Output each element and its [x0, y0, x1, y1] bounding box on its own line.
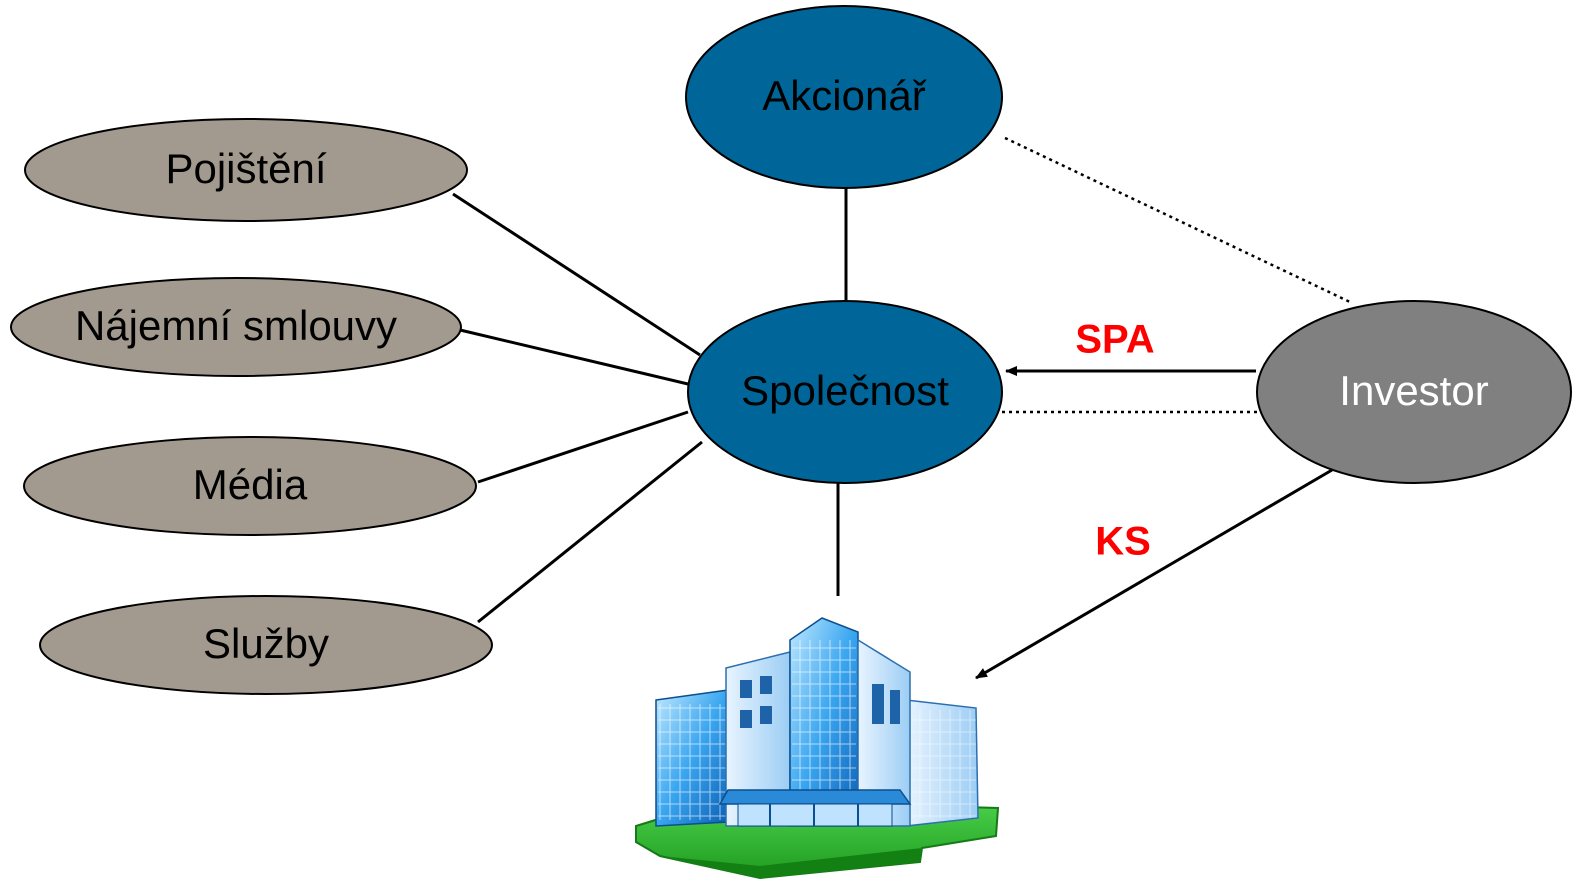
node-najemni-smlouvy-label: Nájemní smlouvy [75, 302, 397, 349]
node-pojisteni: Pojištění [24, 118, 468, 222]
node-akcionar: Akcionář [685, 5, 1003, 189]
node-sluzby-label: Služby [203, 620, 329, 667]
node-akcionar-label: Akcionář [762, 72, 926, 119]
connector-sluzby-spolecnost [477, 440, 703, 624]
ks-arrow [975, 468, 1333, 680]
ks-label: KS [1095, 520, 1151, 564]
connector-pojisteni-spolecnost [452, 192, 701, 357]
office-building-icon [635, 617, 1000, 880]
spa-label: SPA [1075, 318, 1154, 362]
connector-najemni-spolecnost [459, 328, 689, 386]
node-investor-label: Investor [1339, 367, 1488, 414]
node-pojisteni-label: Pojištění [165, 145, 326, 192]
node-najemni-smlouvy: Nájemní smlouvy [10, 277, 462, 377]
node-sluzby: Služby [39, 595, 493, 695]
node-spolecnost: Společnost [687, 300, 1003, 484]
connectors [452, 136, 1351, 680]
node-spolecnost-label: Společnost [741, 367, 949, 414]
node-media: Média [23, 436, 477, 536]
node-investor: Investor [1256, 300, 1572, 484]
dotted-connector-akcionar-investor [1004, 136, 1351, 304]
node-media-label: Média [193, 461, 308, 508]
connector-media-spolecnost [477, 410, 689, 484]
